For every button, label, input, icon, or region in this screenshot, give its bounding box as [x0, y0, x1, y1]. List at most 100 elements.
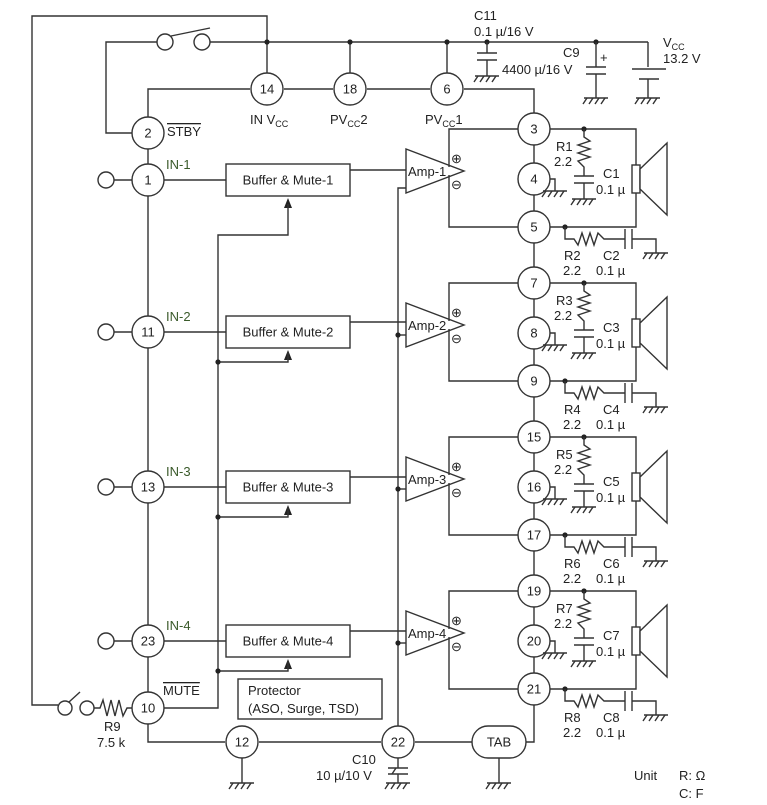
pin-5: 5	[517, 210, 551, 244]
input-terminal[interactable]	[97, 323, 115, 341]
svg-text:Amp-3: Amp-3	[408, 472, 446, 487]
resistor	[575, 129, 593, 176]
supply-rail	[31, 15, 666, 706]
resistor-name: R3	[556, 293, 573, 308]
resistor-value: 2.2	[563, 725, 581, 740]
svg-text:4: 4	[530, 172, 537, 187]
c9-polarity: +	[600, 50, 608, 65]
resistor	[564, 689, 625, 710]
plus-icon: ⊕	[451, 305, 462, 320]
input-pin: 13	[131, 470, 165, 504]
tab-terminal: TAB	[471, 725, 527, 759]
pin-8: 8	[517, 316, 551, 350]
svg-text:5: 5	[530, 220, 537, 235]
plus-icon: ⊕	[451, 459, 462, 474]
input-pin: 1	[131, 163, 165, 197]
input-label: IN-3	[166, 464, 191, 479]
svg-text:7: 7	[530, 276, 537, 291]
pin-16: 16	[517, 470, 551, 504]
resistor-value: 2.2	[554, 462, 572, 477]
control-arrow-icon	[284, 198, 292, 208]
capacitor-value: 0.1 µ	[596, 417, 626, 432]
svg-text:15: 15	[527, 430, 541, 445]
svg-text:13: 13	[141, 480, 155, 495]
c10-value: 10 µ/10 V	[316, 768, 372, 783]
minus-icon: ⊖	[451, 639, 462, 654]
buffer-mute-block: Buffer & Mute-1	[225, 163, 351, 197]
svg-text:1: 1	[144, 173, 151, 188]
vcc-value: 13.2 V	[663, 51, 701, 66]
svg-text:(ASO, Surge, TSD): (ASO, Surge, TSD)	[248, 701, 359, 716]
input-label: IN-4	[166, 618, 191, 633]
plus-icon: ⊕	[451, 613, 462, 628]
c9-name: C9	[563, 45, 580, 60]
pin-20: 20	[517, 624, 551, 658]
unit-label: Unit	[634, 768, 658, 783]
capacitor-name: C4	[603, 402, 620, 417]
c10-name: C10	[352, 752, 376, 767]
svg-text:17: 17	[527, 528, 541, 543]
svg-text:22: 22	[391, 735, 405, 750]
resistor	[575, 437, 593, 484]
capacitor-value: 0.1 µ	[596, 725, 626, 740]
pin-10: 10	[131, 691, 165, 725]
input-terminal[interactable]	[97, 632, 115, 650]
capacitor-name: C8	[603, 710, 620, 725]
buffer-mute-block: Buffer & Mute-4	[225, 624, 351, 658]
unit-r: R: Ω	[679, 768, 706, 783]
minus-icon: ⊖	[451, 331, 462, 346]
plus-icon: ⊕	[451, 151, 462, 166]
resistor-name: R4	[564, 402, 581, 417]
svg-text:Amp-2: Amp-2	[408, 318, 446, 333]
pin-18: 18	[333, 72, 367, 106]
svg-text:11: 11	[141, 325, 155, 340]
capacitor-c11	[473, 42, 500, 83]
standby-switch	[170, 27, 211, 37]
standby-switch-terminal	[156, 33, 174, 51]
input-label: IN-1	[166, 157, 191, 172]
svg-text:Buffer & Mute-2: Buffer & Mute-2	[243, 325, 334, 340]
buffer-mute-block: Buffer & Mute-2	[225, 315, 351, 349]
svg-text:14: 14	[260, 82, 274, 97]
pvcc2-label: PVCC2	[330, 112, 368, 129]
capacitor-name: C2	[603, 248, 620, 263]
svg-text:23: 23	[141, 634, 155, 649]
amplifier: Amp-4	[405, 609, 466, 657]
svg-text:Protector: Protector	[248, 683, 301, 698]
capacitor-c9	[582, 42, 609, 105]
c11-name: C11	[474, 8, 497, 23]
svg-text:16: 16	[527, 480, 541, 495]
svg-text:Buffer & Mute-3: Buffer & Mute-3	[243, 480, 334, 495]
standby-switch-terminal	[193, 33, 211, 51]
stby-label: STBY	[167, 124, 201, 139]
pin-9: 9	[517, 364, 551, 398]
pin-21: 21	[517, 672, 551, 706]
capacitor-value: 0.1 µ	[596, 263, 626, 278]
pin-19: 19	[517, 574, 551, 608]
svg-text:3: 3	[530, 122, 537, 137]
resistor-value: 2.2	[554, 308, 572, 323]
input-terminal[interactable]	[97, 478, 115, 496]
capacitor-name: C5	[603, 474, 620, 489]
pin-6: 6	[430, 72, 464, 106]
resistor-name: R6	[564, 556, 581, 571]
resistor-value: 2.2	[563, 263, 581, 278]
capacitor-value: 0.1 µ	[596, 182, 626, 197]
input-terminal[interactable]	[97, 171, 115, 189]
resistor-value: 2.2	[554, 154, 572, 169]
svg-text:Amp-4: Amp-4	[408, 626, 446, 641]
minus-icon: ⊖	[451, 485, 462, 500]
svg-text:Buffer & Mute-4: Buffer & Mute-4	[243, 634, 334, 649]
pvcc1-label: PVCC1	[425, 112, 463, 129]
svg-text:21: 21	[527, 682, 541, 697]
resistor-value: 2.2	[563, 571, 581, 586]
capacitor-name: C1	[603, 166, 620, 181]
resistor	[575, 591, 593, 638]
input-label: IN-2	[166, 309, 191, 324]
input-row-1: 1 IN-1 Buffer & Mute-1	[97, 157, 406, 208]
resistor-name: R1	[556, 139, 573, 154]
unit-c: C: F	[679, 786, 704, 801]
